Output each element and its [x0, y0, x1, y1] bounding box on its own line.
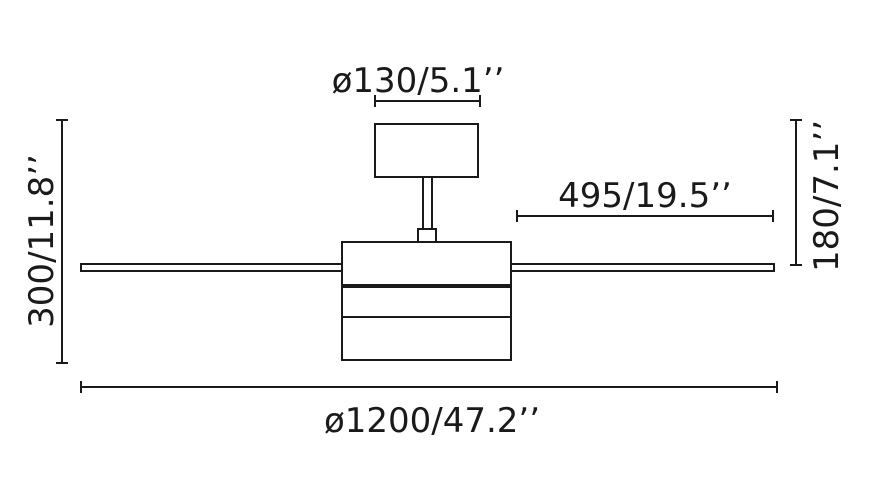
canopy-drop-dimension-line	[790, 119, 802, 266]
right-blade	[510, 263, 775, 272]
overall-diameter-dimension-line	[80, 381, 778, 393]
canopy-diameter-dimension-line	[374, 95, 481, 107]
overall-diameter-label: ø1200/47.2’’	[324, 401, 540, 441]
blade-length-dimension-line	[516, 210, 774, 222]
blade-length-label: 495/19.5’’	[558, 176, 732, 216]
canopy-drop-label: 180/7.1’’	[807, 120, 847, 272]
downrod	[422, 176, 433, 230]
canopy-diameter-label: ø130/5.1’’	[332, 61, 505, 101]
left-blade	[80, 263, 344, 272]
downrod-coupler	[417, 228, 437, 243]
total-height-label: 300/11.8’’	[22, 154, 62, 328]
total-height-dimension-line	[56, 119, 68, 364]
canopy	[374, 123, 479, 178]
motor-housing	[341, 241, 512, 361]
